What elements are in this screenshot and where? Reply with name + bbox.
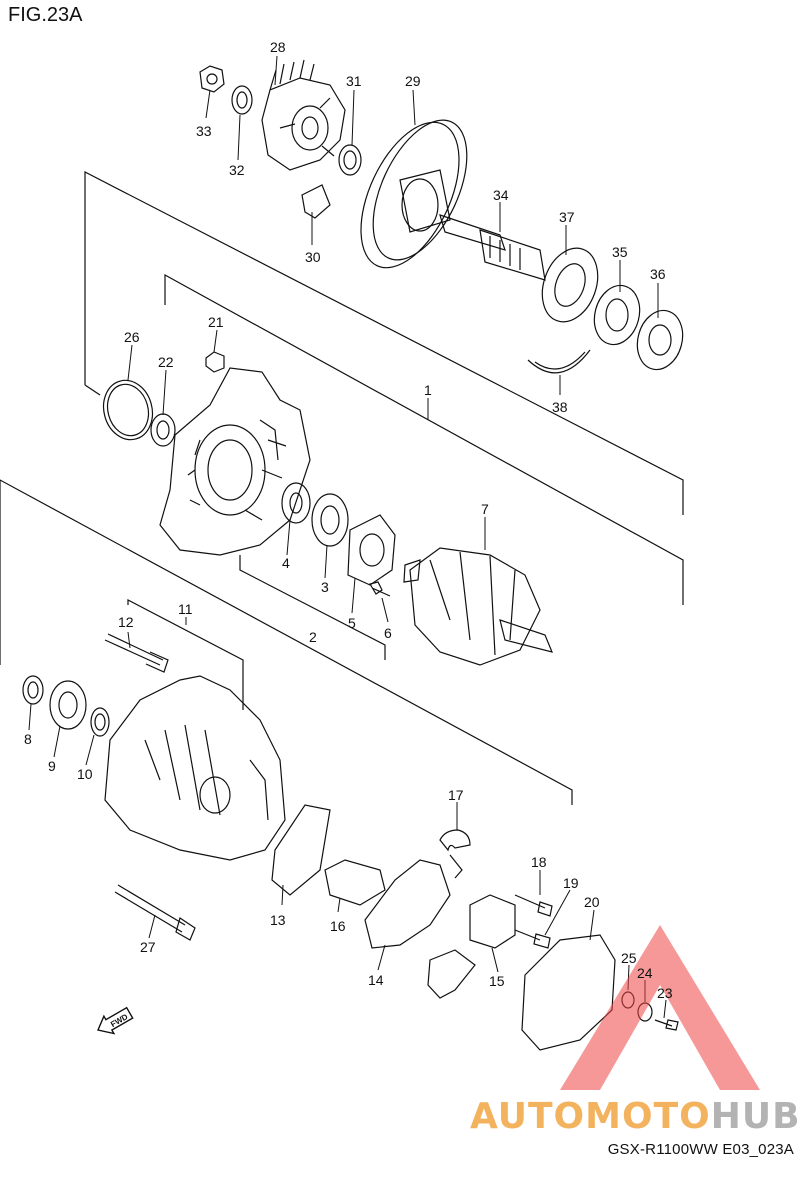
key-30-shape	[301, 184, 331, 219]
bearing-3-shape	[311, 493, 349, 547]
fan-28-shape	[261, 59, 346, 171]
callout-labels: 28 31 29 33 32 34 37 30 35 36 21 26 22 1…	[24, 39, 673, 1001]
screw-18-shape	[514, 894, 553, 917]
washer-32-shape	[231, 85, 253, 115]
callout-17: 17	[448, 787, 464, 803]
screw-6-shape	[369, 581, 391, 597]
callout-21: 21	[208, 314, 224, 330]
callout-37: 37	[559, 209, 575, 225]
bolt-27-shape	[114, 884, 196, 941]
circlip-38-shape	[527, 349, 591, 374]
callout-3: 3	[321, 579, 329, 595]
watermark-part2: HUB	[710, 1096, 800, 1137]
assembly-bracket-1b	[164, 273, 684, 605]
assembly-bracket-main	[0, 479, 573, 805]
callout-1: 1	[424, 382, 432, 398]
regulator-13-shape	[271, 804, 331, 896]
figure-title: FIG.23A	[8, 4, 83, 26]
callout-35: 35	[612, 244, 628, 260]
screw-23-shape	[654, 1019, 679, 1031]
brush-holder-15-shape	[469, 894, 516, 949]
callout-36: 36	[650, 266, 666, 282]
callout-8: 8	[24, 731, 32, 747]
callout-20: 20	[584, 894, 600, 910]
assembly-bracket-2	[239, 555, 386, 660]
watermark-triangle	[560, 925, 760, 1090]
ring-10-shape	[90, 707, 110, 737]
callout-13: 13	[270, 912, 286, 928]
callout-24: 24	[637, 965, 653, 981]
callout-38: 38	[552, 399, 568, 415]
bolt-12-shape	[104, 633, 169, 673]
screw-19-shape	[514, 929, 551, 949]
callout-32: 32	[229, 162, 245, 178]
seal-22-shape	[150, 413, 176, 447]
callout-27: 27	[140, 939, 156, 955]
watermark-part1: AUTOMOTO	[470, 1096, 711, 1137]
bracket-14-shape	[364, 859, 451, 949]
rotor-7-shape	[403, 547, 554, 666]
callout-12: 12	[118, 614, 134, 630]
bearing-9-shape	[49, 680, 87, 730]
nut-33-shape	[199, 65, 225, 93]
hose-17-shape	[439, 829, 471, 852]
leader-26	[84, 384, 101, 396]
front-housing-shape	[159, 367, 311, 556]
callout-29: 29	[405, 73, 421, 89]
washer-8-shape	[22, 675, 44, 705]
figure-code: GSX-R1100WW E03_023A	[607, 1141, 794, 1158]
bearing-36-shape	[636, 309, 684, 371]
watermark-logo: AUTOMOTOHUB	[470, 1096, 800, 1137]
callout-14: 14	[368, 972, 384, 988]
callout-11: 11	[178, 601, 193, 617]
callout-10: 10	[77, 766, 93, 782]
pulley-29-shape	[360, 119, 468, 269]
callout-30: 30	[305, 249, 321, 265]
oring-26-shape	[102, 379, 154, 441]
bearing-35-shape	[593, 284, 641, 346]
callout-19: 19	[563, 875, 579, 891]
fwd-arrow: FWD	[97, 1006, 134, 1035]
callout-34: 34	[493, 187, 509, 203]
shaft-34-shape	[439, 214, 546, 281]
callout-7: 7	[481, 501, 489, 517]
callout-22: 22	[158, 354, 174, 370]
callout-18: 18	[531, 854, 547, 870]
callout-31: 31	[346, 73, 362, 89]
callout-23: 23	[657, 985, 673, 1001]
callout-25: 25	[621, 950, 637, 966]
nut-21-shape	[205, 351, 225, 373]
plate-5-shape	[347, 514, 396, 586]
assembly-bracket-1	[84, 171, 684, 515]
block-16-shape	[324, 859, 386, 906]
washer-31-shape	[338, 144, 362, 176]
washer-4-shape	[281, 482, 311, 524]
callout-26: 26	[124, 329, 140, 345]
callout-5: 5	[348, 615, 356, 631]
callout-15: 15	[489, 973, 505, 989]
assembly-bracket-11	[127, 599, 244, 710]
rear-housing-11-shape	[104, 675, 286, 861]
callout-9: 9	[48, 758, 56, 774]
bearing-37-shape	[541, 247, 599, 323]
callout-28: 28	[270, 39, 286, 55]
callout-33: 33	[196, 123, 212, 139]
callout-6: 6	[384, 625, 392, 641]
callout-4: 4	[282, 555, 290, 571]
callout-16: 16	[330, 918, 346, 934]
callout-2: 2	[309, 629, 317, 645]
